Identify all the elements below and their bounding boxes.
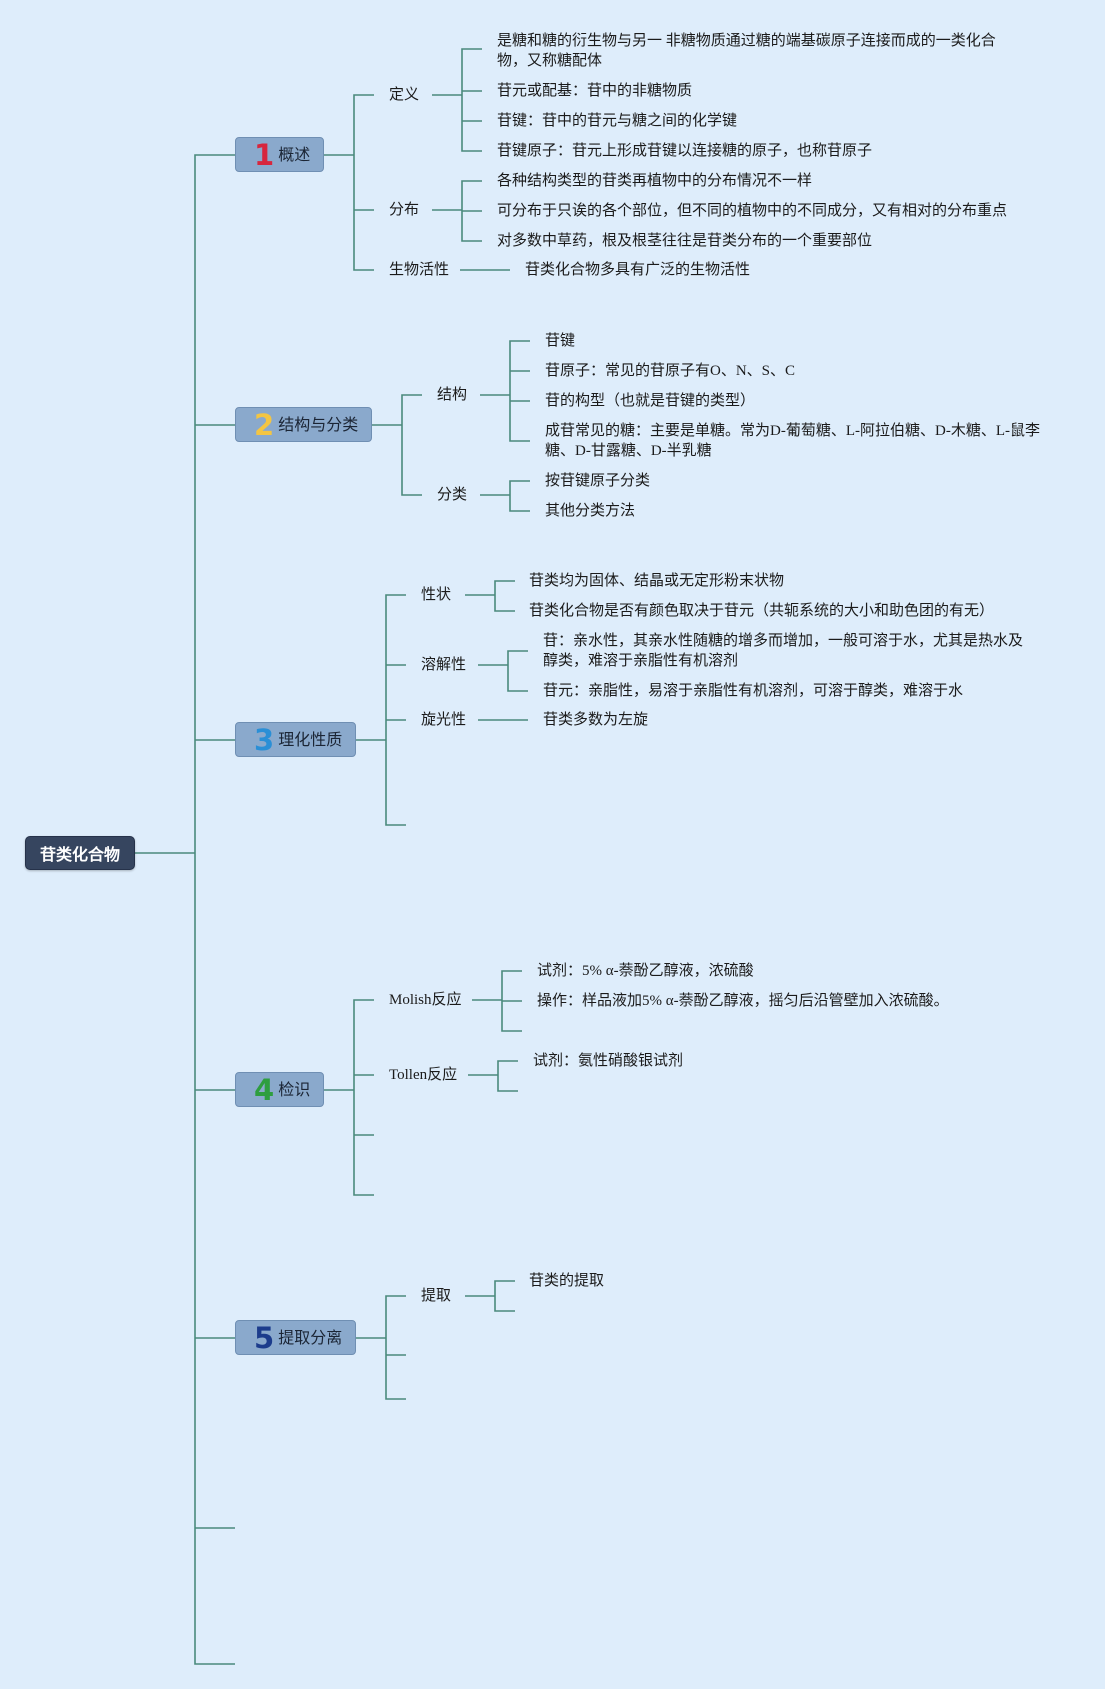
structure-item-4[interactable]: 成苷常见的糖：主要是单糖。常为D-葡萄糖、L-阿拉伯糖、D-木糖、L-鼠李糖、D… xyxy=(545,423,1040,459)
topic-3-number: 3 xyxy=(254,722,275,757)
subtopic-appearance[interactable]: 性状 xyxy=(421,587,452,603)
subtopic-solubility[interactable]: 溶解性 xyxy=(421,657,467,673)
definition-item-4[interactable]: 苷键原子：苷元上形成苷键以连接糖的原子，也称苷原子 xyxy=(497,143,873,159)
structure-item-3[interactable]: 苷的构型（也就是苷键的类型） xyxy=(545,393,756,409)
subtopic-classification[interactable]: 分类 xyxy=(437,487,468,503)
distribution-item-1[interactable]: 各种结构类型的苷类再植物中的分布情况不一样 xyxy=(497,173,813,189)
structure-item-1[interactable]: 苷键 xyxy=(545,333,576,349)
topic-5-node[interactable]: 5 提取分离 xyxy=(235,1320,356,1355)
extraction-item-1[interactable]: 苷类的提取 xyxy=(529,1273,605,1289)
definition-item-2[interactable]: 苷元或配基：苷中的非糖物质 xyxy=(497,83,693,99)
topic-2-number: 2 xyxy=(254,407,275,442)
topic-3-label: 理化性质 xyxy=(278,729,343,749)
optical-item-1[interactable]: 苷类多数为左旋 xyxy=(543,712,649,728)
topic-2-label: 结构与分类 xyxy=(278,414,359,434)
appearance-item-2[interactable]: 苷类化合物是否有颜色取决于苷元（共轭系统的大小和助色团的有无） xyxy=(529,603,995,619)
classification-item-1[interactable]: 按苷键原子分类 xyxy=(545,473,651,489)
molish-item-2[interactable]: 操作：样品液加5% α-萘酚乙醇液，摇匀后沿管壁加入浓硫酸。 xyxy=(537,993,949,1009)
subtopic-structure[interactable]: 结构 xyxy=(437,387,468,403)
solubility-item-2[interactable]: 苷元：亲脂性，易溶于亲脂性有机溶剂，可溶于醇类，难溶于水 xyxy=(543,683,964,699)
topic-1-number: 1 xyxy=(254,137,275,172)
subtopic-distribution[interactable]: 分布 xyxy=(389,202,420,218)
topic-1-node[interactable]: 1 概述 xyxy=(235,137,324,172)
topic-5-label: 提取分离 xyxy=(278,1327,343,1347)
solubility-item-1[interactable]: 苷：亲水性，其亲水性随糖的增多而增加，一般可溶于水，尤其是热水及醇类，难溶于亲脂… xyxy=(543,633,1024,669)
subtopic-extraction[interactable]: 提取 xyxy=(421,1288,452,1304)
root-label: 苷类化合物 xyxy=(39,845,120,864)
appearance-item-1[interactable]: 苷类均为固体、结晶或无定形粉末状物 xyxy=(529,573,785,589)
topic-4-number: 4 xyxy=(254,1072,275,1107)
topic-4-node[interactable]: 4 检识 xyxy=(235,1072,324,1107)
definition-item-1[interactable]: 是糖和糖的衍生物与另一 非糖物质通过糖的端基碳原子连接而成的一类化合物，又称糖配… xyxy=(497,33,996,69)
root-node[interactable]: 苷类化合物 xyxy=(25,836,135,870)
distribution-item-3[interactable]: 对多数中草药，根及根茎往往是苷类分布的一个重要部位 xyxy=(497,233,873,249)
subtopic-molish[interactable]: Molish反应 xyxy=(389,992,462,1008)
subtopic-optical-rotation[interactable]: 旋光性 xyxy=(421,712,467,728)
subtopic-tollen[interactable]: Tollen反应 xyxy=(389,1067,458,1083)
molish-item-1[interactable]: 试剂：5% α-萘酚乙醇液，浓硫酸 xyxy=(537,963,754,979)
subtopic-definition[interactable]: 定义 xyxy=(389,87,420,103)
bioactivity-item-1[interactable]: 苷类化合物多具有广泛的生物活性 xyxy=(525,262,751,278)
structure-item-2[interactable]: 苷原子：常见的苷原子有O、N、S、C xyxy=(545,363,796,379)
topic-4-label: 检识 xyxy=(278,1079,311,1099)
tollen-item-1[interactable]: 试剂：氨性硝酸银试剂 xyxy=(533,1053,684,1069)
topic-1-label: 概述 xyxy=(278,144,311,164)
topic-3-node[interactable]: 3 理化性质 xyxy=(235,722,356,757)
classification-item-2[interactable]: 其他分类方法 xyxy=(545,503,636,519)
subtopic-bioactivity[interactable]: 生物活性 xyxy=(389,262,450,278)
topic-2-node[interactable]: 2 结构与分类 xyxy=(235,407,372,442)
topic-5-number: 5 xyxy=(254,1320,275,1355)
definition-item-3[interactable]: 苷键：苷中的苷元与糖之间的化学键 xyxy=(497,113,738,129)
distribution-item-2[interactable]: 可分布于只诶的各个部位，但不同的植物中的不同成分，又有相对的分布重点 xyxy=(497,203,1008,219)
